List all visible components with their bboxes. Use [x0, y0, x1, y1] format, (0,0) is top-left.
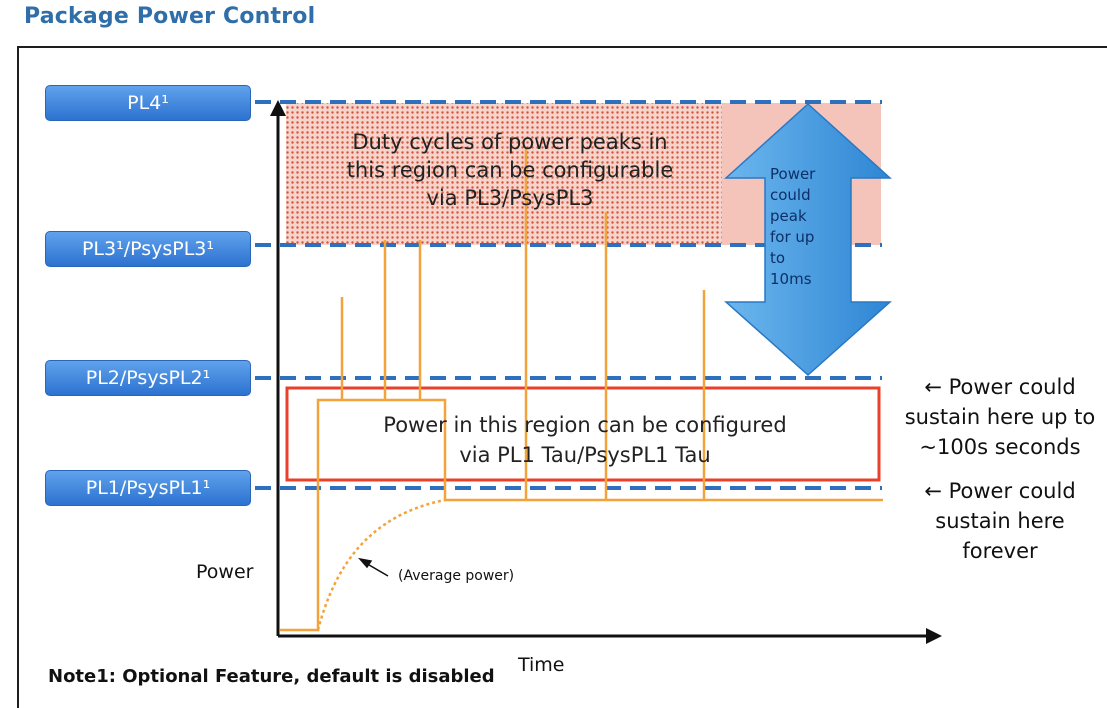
level-button-pl4: PL4¹ — [45, 85, 251, 121]
average-power-curve — [316, 498, 446, 631]
power-diagram — [255, 100, 942, 644]
level-button-pl2: PL2/PsysPL2¹ — [45, 360, 251, 396]
x-axis-label: Time — [518, 654, 565, 676]
peak-arrow-text: Power could peak for up to 10ms — [770, 165, 816, 288]
sustain-forever-note: ← Power could sustain here forever — [924, 479, 1076, 563]
power-trace — [280, 148, 883, 632]
y-axis-arrowhead — [270, 100, 286, 116]
tau-region-box — [285, 386, 881, 482]
peak-region-text: Duty cycles of power peaks in this regio… — [346, 130, 674, 210]
level-button-pl1: PL1/PsysPL1¹ — [45, 470, 251, 506]
peak-duration-arrow — [724, 102, 892, 377]
tau-region-text: Power in this region can be configured v… — [383, 413, 787, 467]
peak-region-dotted — [286, 103, 722, 245]
footnote: Note1: Optional Feature, default is disa… — [48, 666, 495, 687]
average-power-label: (Average power) — [398, 568, 515, 584]
level-button-pl3: PL3¹/PsysPL3¹ — [45, 231, 251, 267]
page-title: Package Power Control — [24, 4, 316, 29]
average-power-pointer — [358, 557, 389, 577]
x-axis-arrowhead — [926, 628, 942, 644]
sustain-seconds-note: ← Power could sustain here up to ~100s s… — [904, 375, 1096, 459]
y-axis-label: Power — [196, 561, 254, 583]
